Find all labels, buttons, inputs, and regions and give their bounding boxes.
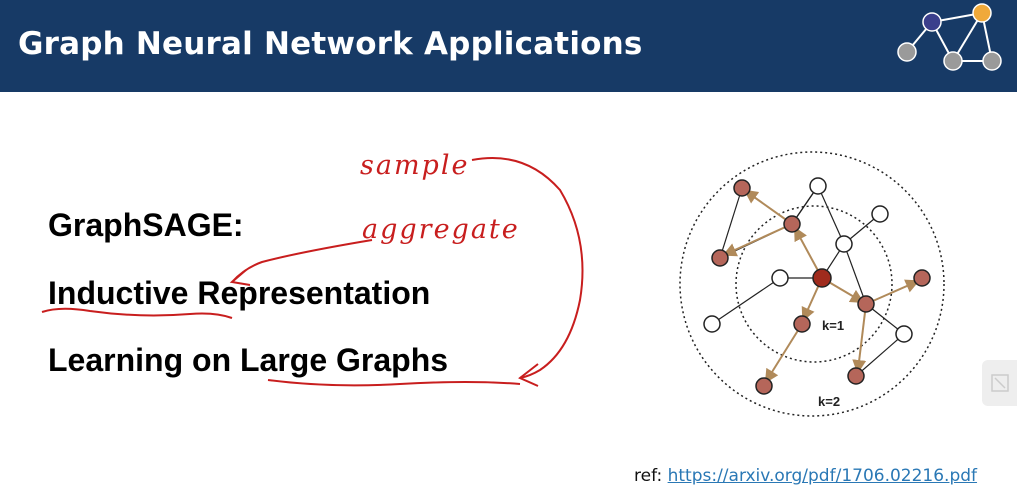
- node-sampled: [847, 367, 865, 385]
- reference-prefix: ref:: [634, 466, 663, 486]
- node-sampled: [857, 295, 875, 313]
- expand-icon: [991, 374, 1009, 392]
- sample-loop-arrow: [471, 157, 584, 379]
- node-sampled: [913, 269, 931, 287]
- hop-2-label: k=2: [818, 394, 840, 409]
- node-white: [835, 235, 853, 253]
- hop-1-boundary: [735, 205, 893, 363]
- reference-link[interactable]: https://arxiv.org/pdf/1706.02216.pdf: [667, 466, 978, 486]
- hop-1-label: k=1: [822, 318, 844, 333]
- node-sampled: [733, 179, 751, 197]
- node-target: [812, 268, 832, 288]
- edge-sample-6: [865, 279, 920, 305]
- edge-sample-4: [743, 189, 793, 225]
- node-white: [871, 205, 889, 223]
- node-white: [895, 325, 913, 343]
- expand-panel-button[interactable]: [982, 360, 1017, 406]
- node-sampled: [755, 377, 773, 395]
- slide-title: Graph Neural Network Applications: [18, 26, 643, 62]
- sample-loop-arrowhead: [518, 363, 539, 387]
- edge-sample-7: [852, 303, 867, 374]
- paper-title-line-3: Learning on Large Graphs: [48, 342, 449, 378]
- underline-large-graphs: [267, 379, 521, 387]
- node-sampled: [793, 315, 811, 333]
- hop-2-boundary: [679, 151, 945, 417]
- paper-title-line-2: Inductive Representation: [48, 275, 431, 311]
- node-sampled: [783, 215, 801, 233]
- edge-sample-8: [764, 323, 803, 384]
- handwritten-sample: sample: [360, 150, 470, 181]
- reference-line: ref: https://arxiv.org/pdf/1706.02216.pd…: [634, 466, 977, 486]
- graph-network-logo-icon: [897, 3, 1002, 71]
- node-white: [703, 315, 721, 333]
- graphsage-neighborhood-diagram: k=1 k=2: [679, 151, 945, 417]
- header-bar: Graph Neural Network Applications: [0, 0, 1017, 92]
- edge-sample-5: [722, 223, 793, 257]
- handwritten-aggregate: aggregate: [362, 214, 520, 245]
- node-white: [771, 269, 789, 287]
- node-sampled: [711, 249, 729, 267]
- node-white: [809, 177, 827, 195]
- paper-title-line-1: GraphSAGE:: [48, 207, 244, 243]
